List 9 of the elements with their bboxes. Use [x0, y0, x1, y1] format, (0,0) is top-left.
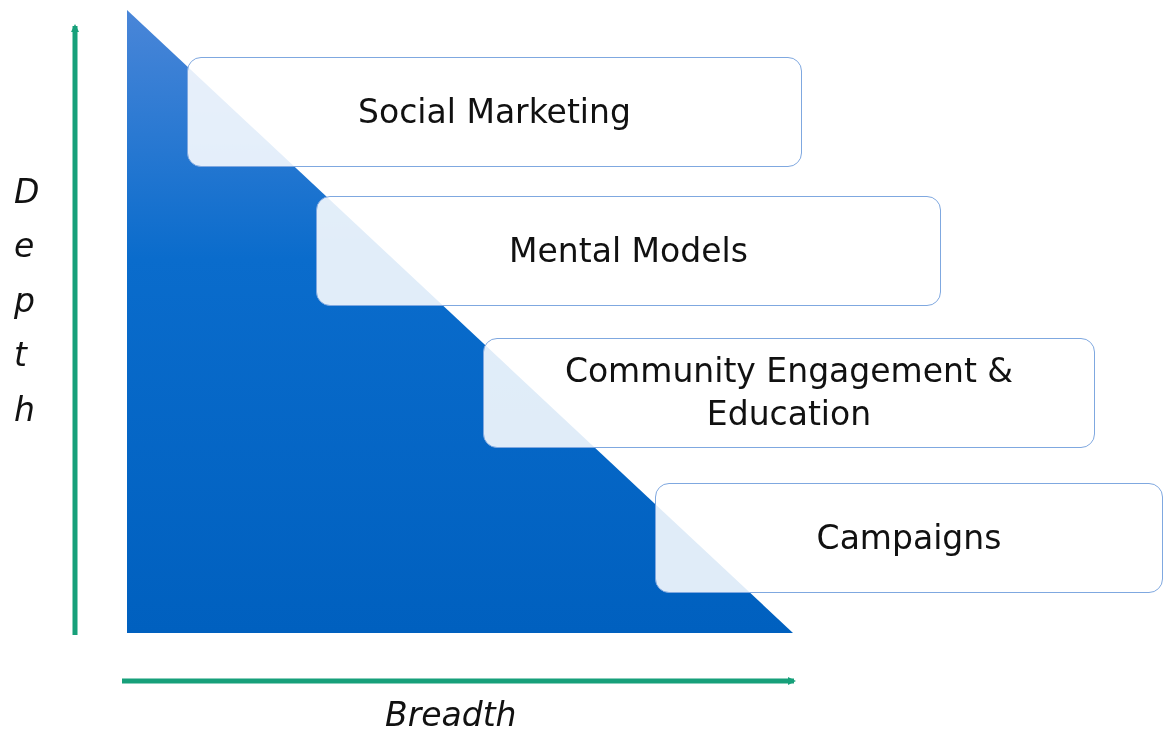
- step-box: [316, 196, 941, 306]
- step-box: [187, 57, 802, 167]
- step-box: [655, 483, 1163, 593]
- box-label: Social Marketing: [358, 90, 631, 133]
- box-label: Campaigns: [816, 516, 1002, 559]
- step-box: [483, 338, 1095, 448]
- box-label: Community Engagement & Education: [563, 350, 1015, 435]
- box-label: Mental Models: [509, 229, 748, 272]
- axis-label: Breadth: [385, 695, 517, 733]
